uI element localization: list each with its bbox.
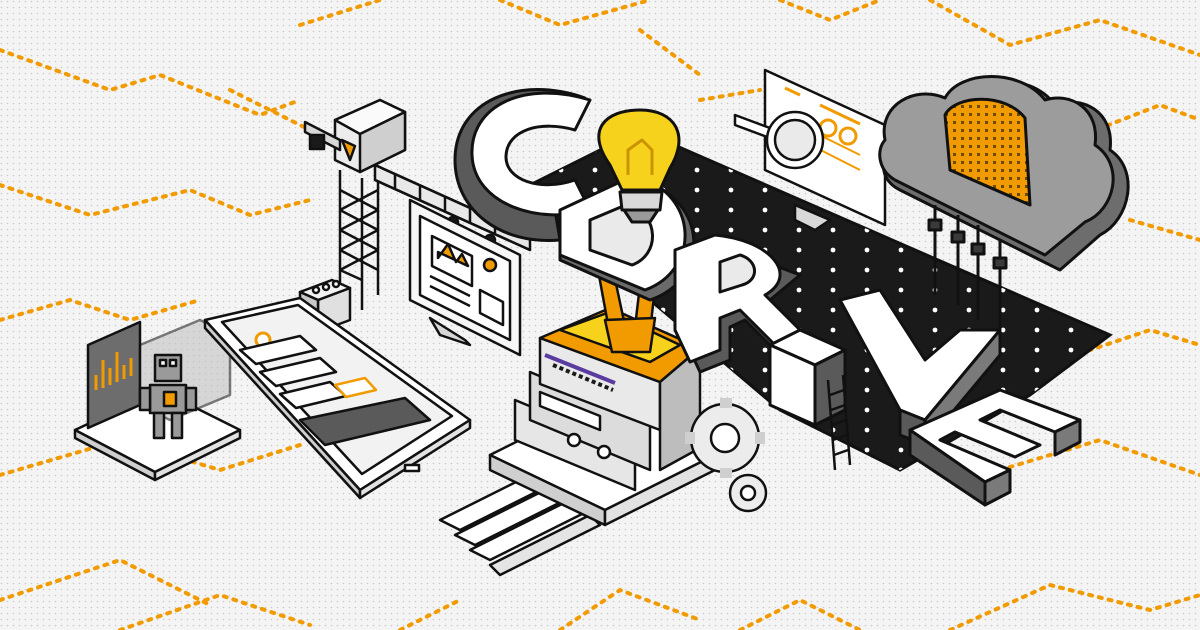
cloud-icon [878,75,1130,335]
magnifier-icon [733,68,887,232]
ladder-icon [826,374,852,471]
machine-icon [488,306,717,527]
letter-e [908,388,1082,507]
lightbulb-icon [597,108,681,224]
letter-v [838,288,1002,447]
monitor-icon [408,198,522,357]
gear-icon [685,398,768,513]
letter-i [768,328,847,427]
robot-icon [73,318,242,482]
smartphone-icon [203,296,472,500]
letter-r [673,233,817,374]
